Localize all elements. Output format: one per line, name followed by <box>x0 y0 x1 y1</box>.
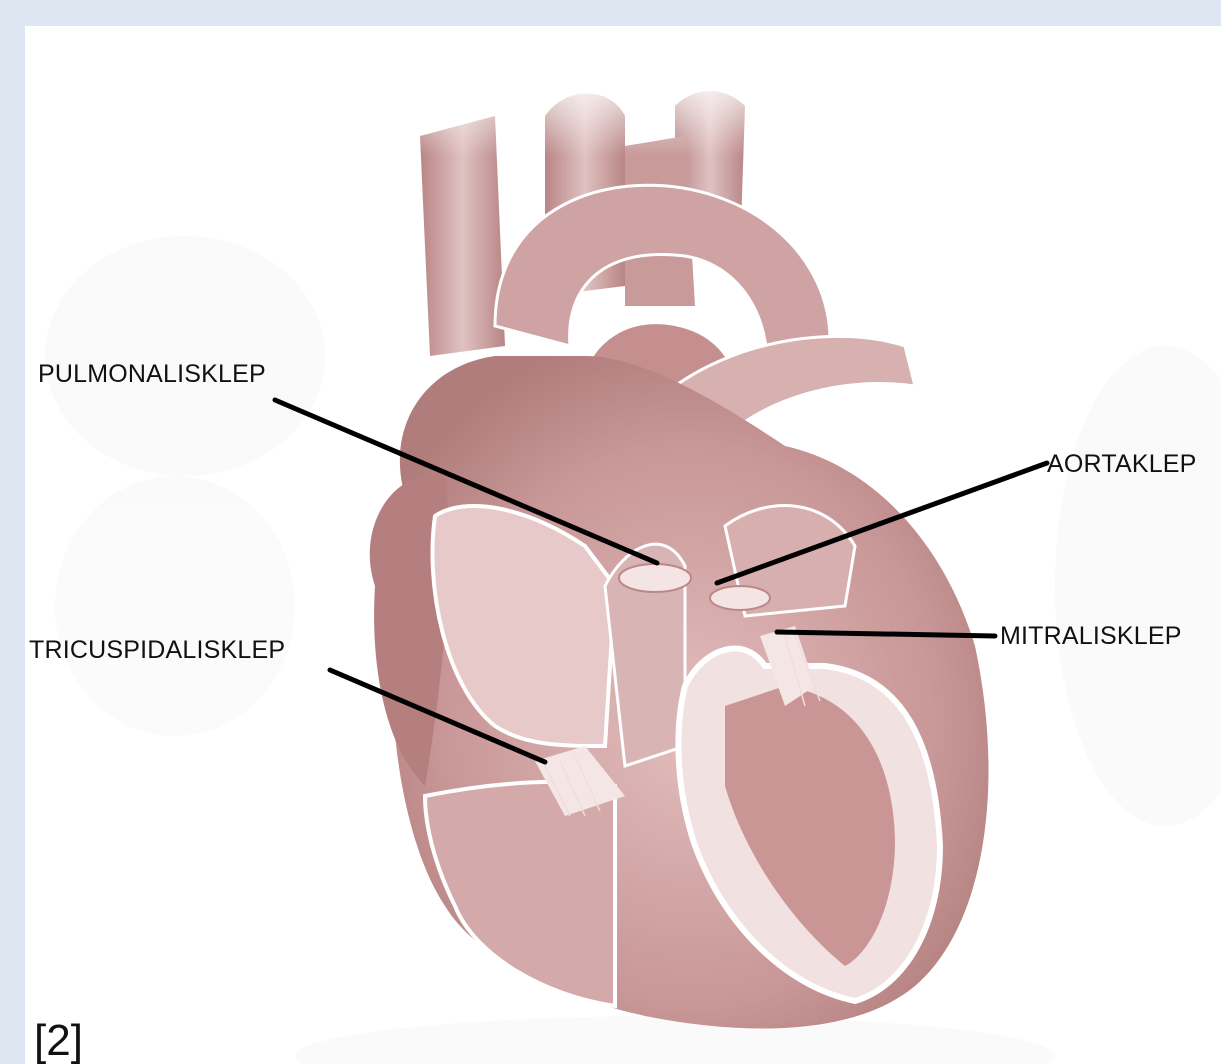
diagram-canvas: PULMONALISKLEP AORTAKLEP TRICUSPIDALISKL… <box>25 26 1221 1064</box>
citation-reference: [2] <box>34 1019 83 1063</box>
aortic-valve <box>710 586 770 610</box>
label-tricuspidalisklep: TRICUSPIDALISKLEP <box>29 638 285 663</box>
label-pulmonalisklep: PULMONALISKLEP <box>38 362 266 387</box>
label-aortaklep: AORTAKLEP <box>1047 452 1197 477</box>
label-mitralisklep: MITRALISKLEP <box>1000 624 1182 649</box>
pulmonary-valve <box>619 564 691 592</box>
heart-illustration <box>25 26 1221 1064</box>
